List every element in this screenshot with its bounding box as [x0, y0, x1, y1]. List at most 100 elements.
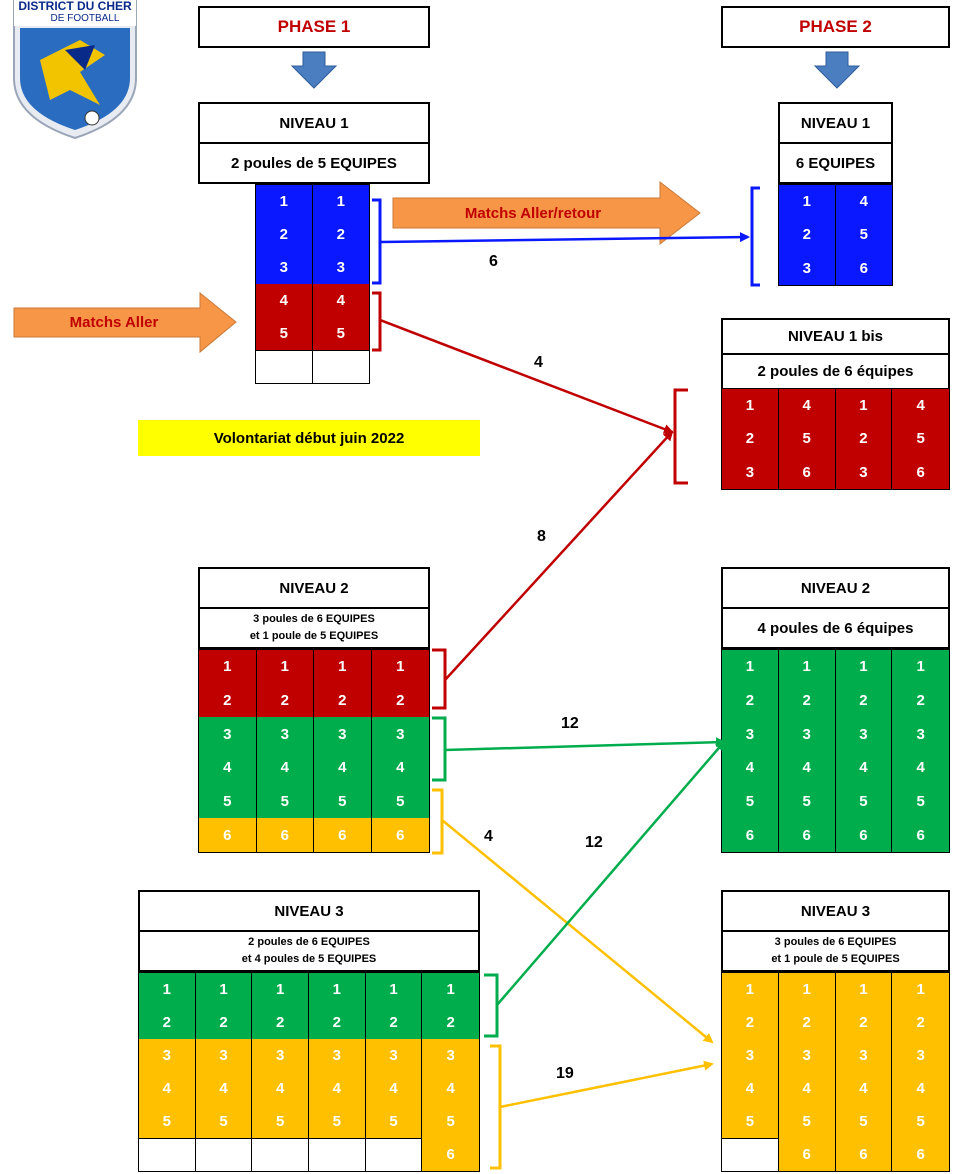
team-cell: 4	[199, 751, 257, 785]
team-cell: 2	[252, 1006, 309, 1039]
matchs-aller-retour-label: Matchs Aller/retour	[464, 204, 602, 222]
team-cell: 4	[139, 1072, 196, 1105]
team-cell: 4	[312, 284, 369, 317]
team-cell	[256, 350, 313, 383]
team-cell: 1	[892, 973, 949, 1006]
team-cell: 1	[309, 973, 366, 1006]
count-4-top: 4	[534, 354, 543, 371]
matchs-aller-arrow-icon	[13, 291, 237, 354]
team-cell: 5	[139, 1105, 196, 1138]
team-cell: 2	[314, 683, 372, 718]
p1-n2-green-bracket	[432, 716, 447, 782]
p1-n2-desc: 3 poules de 6 EQUIPES et 1 poule de 5 EQ…	[198, 607, 430, 649]
team-cell: 3	[195, 1039, 253, 1072]
team-cell: 4	[892, 751, 949, 785]
team-cell: 1	[835, 650, 893, 684]
team-cell: 6	[256, 818, 314, 852]
arrow-p1n1-to-p2n1bis	[379, 318, 674, 434]
team-cell	[365, 1138, 423, 1171]
p2-n3-desc: 3 poules de 6 EQUIPES et 1 poule de 5 EQ…	[721, 930, 950, 972]
team-cell: 3	[252, 1039, 309, 1072]
team-cell	[139, 1138, 196, 1171]
team-cell: 5	[722, 1105, 779, 1138]
arrow-p1n3-to-p2n2	[496, 740, 726, 1006]
team-cell: 3	[314, 717, 372, 751]
team-cell: 4	[835, 1072, 893, 1105]
team-cell: 1	[835, 973, 893, 1006]
team-cell: 3	[256, 717, 314, 751]
team-cell: 5	[371, 784, 429, 819]
team-cell: 3	[892, 1039, 949, 1072]
team-cell: 1	[371, 650, 429, 684]
team-cell: 6	[778, 818, 836, 852]
team-cell: 3	[422, 1039, 479, 1072]
team-cell: 6	[371, 818, 429, 852]
team-cell: 4	[778, 389, 836, 423]
team-cell: 3	[779, 251, 836, 285]
team-cell: 1	[256, 650, 314, 684]
team-cell: 2	[779, 218, 836, 252]
team-cell: 1	[314, 650, 372, 684]
team-cell: 5	[778, 422, 836, 456]
team-cell: 5	[256, 784, 314, 819]
p2-n1bis-title: NIVEAU 1 bis	[721, 318, 950, 355]
district-logo: DISTRICT DU CHER DE FOOTBALL	[10, 0, 140, 140]
team-cell: 6	[199, 818, 257, 852]
team-cell: 6	[835, 251, 892, 285]
team-cell: 3	[365, 1039, 423, 1072]
team-cell: 1	[835, 389, 893, 423]
team-cell	[309, 1138, 366, 1171]
p1-n3-green-bracket	[484, 973, 499, 1038]
team-cell: 1	[195, 973, 253, 1006]
phase2-header: PHASE 2	[721, 6, 950, 48]
count-4-lower: 4	[484, 828, 493, 845]
team-cell: 3	[309, 1039, 366, 1072]
team-cell: 6	[314, 818, 372, 852]
team-cell: 4	[256, 284, 313, 317]
team-cell: 2	[256, 683, 314, 718]
team-cell: 6	[778, 455, 836, 489]
team-cell: 6	[892, 818, 949, 852]
count-12-upper: 12	[561, 715, 579, 732]
team-cell: 5	[835, 1105, 893, 1138]
p1-n1-desc: 2 poules de 5 EQUIPES	[198, 142, 430, 184]
team-cell: 3	[256, 251, 313, 284]
p1-n2-desc-line1: 3 poules de 6 EQUIPES	[253, 613, 375, 625]
p2-n1-desc: 6 EQUIPES	[778, 142, 893, 184]
team-cell: 5	[835, 218, 892, 252]
team-cell: 4	[256, 751, 314, 785]
team-cell: 5	[314, 784, 372, 819]
team-cell: 3	[835, 717, 893, 751]
team-cell: 5	[252, 1105, 309, 1138]
p1-n2-desc-line2: et 1 poule de 5 EQUIPES	[249, 630, 379, 642]
team-cell: 5	[892, 422, 949, 456]
arrow-p1n2-to-p2n1bis	[444, 430, 674, 681]
team-cell: 5	[892, 784, 949, 819]
team-cell: 4	[778, 751, 836, 785]
team-cell: 5	[309, 1105, 366, 1138]
team-cell: 2	[365, 1006, 423, 1039]
team-cell: 3	[722, 455, 779, 489]
arrow-p1n1-to-p2n1	[379, 232, 750, 244]
team-cell: 4	[778, 1072, 836, 1105]
team-cell: 4	[314, 751, 372, 785]
team-cell	[195, 1138, 253, 1171]
p1-n3-desc-line1: 2 poules de 6 EQUIPES	[248, 936, 370, 948]
p1-n3-desc: 2 poules de 6 EQUIPES et 4 poules de 5 E…	[138, 930, 480, 972]
team-cell: 4	[365, 1072, 423, 1105]
p2-n3-title: NIVEAU 3	[721, 890, 950, 932]
team-cell: 6	[892, 1138, 949, 1171]
team-cell: 1	[892, 650, 949, 684]
team-cell: 3	[835, 455, 893, 489]
team-cell: 2	[778, 683, 836, 718]
team-cell: 3	[722, 1039, 779, 1072]
team-cell: 6	[835, 818, 893, 852]
team-cell: 4	[371, 751, 429, 785]
p1-n3-desc-line2: et 4 poules de 5 EQUIPES	[241, 953, 377, 965]
team-cell: 2	[195, 1006, 253, 1039]
count-12-lower: 12	[585, 834, 603, 851]
